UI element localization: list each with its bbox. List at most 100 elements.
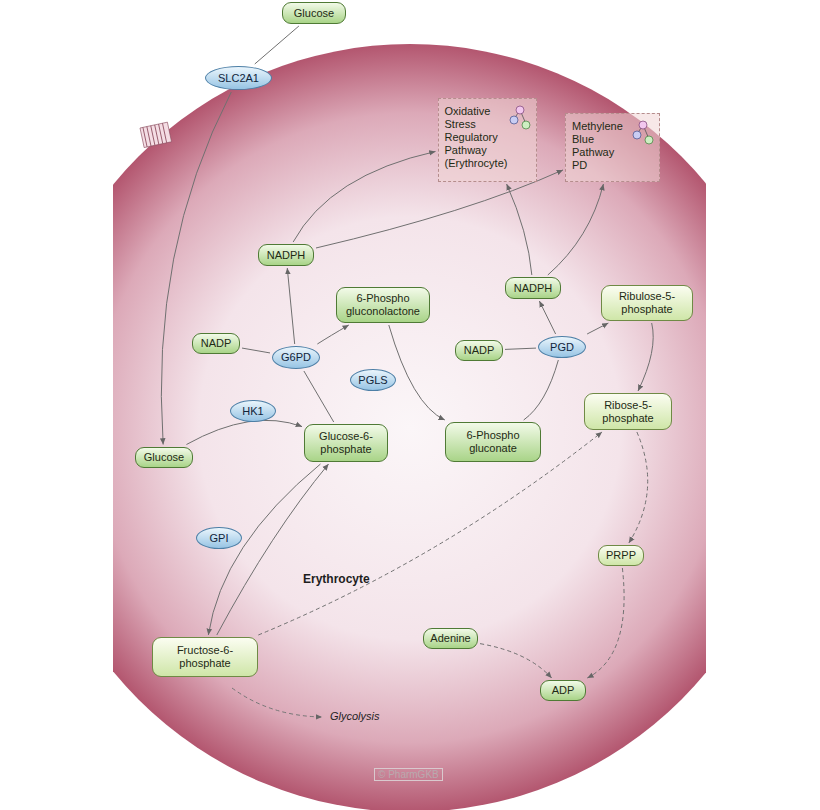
dashed-reaction-arrow [587,568,624,678]
text-wrap: Ribose-5-phosphate [591,399,665,425]
text-wrap: Ribulose-5-phosphate [608,290,686,316]
reaction-arrow [161,92,231,445]
node-text: 6-Phospho gluconolactone [343,292,423,318]
enzyme-ellipse: PGD [538,336,586,358]
text-wrap: Fructose-6-phosphate [159,644,251,670]
transporter-ellipse: SLC2A1 [205,66,272,90]
process-label: Glycolysis [330,710,380,722]
node-text: Ribose-5-phosphate [591,399,665,425]
enzyme-ellipse: PGLS [350,369,396,391]
cell-label: Erythrocyte [303,572,370,586]
node-text: NADP [464,344,495,357]
watermark: © PharmGKB [374,768,443,781]
text-wrap: PRPP [606,549,636,562]
text-wrap: NADP [201,337,232,350]
node-text: G6PD [281,351,311,364]
text-wrap: NADPH [267,249,306,262]
reaction-arrow [548,184,604,275]
text-wrap: NADP [464,344,495,357]
text-wrap: 6-Phospho gluconate [452,429,534,455]
reaction-arrow [317,325,348,344]
text-wrap: Glucose [144,451,184,464]
pathway-icon [507,104,533,134]
reaction-arrow [638,323,653,391]
reaction-arrow [242,348,270,353]
text-wrap: NADPH [514,282,553,295]
dashed-reaction-arrow [480,644,552,678]
node-text: Adenine [430,632,470,645]
text-wrap: Glucose [294,7,334,20]
dashed-reaction-arrow [629,432,648,543]
metabolite-box: Ribulose-5-phosphate [601,285,693,321]
pathway-icon [630,119,656,149]
node-text: GPI [210,532,229,545]
node-text: PRPP [606,549,636,562]
node-text: Ribulose-5-phosphate [608,290,686,316]
text-wrap: ADP [552,684,575,697]
text-wrap: 6-Phospho gluconolactone [343,292,423,318]
metabolite-box: Glucose [282,2,346,24]
node-text: ADP [552,684,575,697]
reaction-arrow [293,151,435,242]
text-wrap: Oxidative Stress Regulatory Pathway (Ery… [445,105,508,170]
reaction-arrow [389,325,445,420]
glycolysis-arrow [232,688,322,717]
node-text: 6-Phospho gluconate [452,429,534,455]
reaction-arrow [208,464,320,635]
pathway-box: Methylene Blue Pathway PD [565,113,660,182]
node-text: Glucose-6-phosphate [311,430,381,456]
node-text: Glucose [144,451,184,464]
metabolite-box: Ribose-5-phosphate [584,393,672,430]
metabolite-box: Adenine [423,628,478,649]
dashed-reaction-arrow [258,432,602,635]
metabolite-box: NADP [455,340,503,361]
erythrocyte-cell [113,44,706,810]
metabolite-box: NADPH [258,244,314,266]
enzyme-ellipse: GPI [196,527,242,549]
text-wrap: PGLS [358,374,387,387]
node-text: Glucose [294,7,334,20]
node-text: Oxidative Stress Regulatory Pathway (Ery… [445,105,508,170]
text-wrap: HK1 [242,405,263,418]
metabolite-box: NADP [192,333,240,354]
text-wrap: GPI [210,532,229,545]
reaction-arrow [287,268,294,344]
metabolite-box: NADPH [505,277,561,299]
metabolite-box: Fructose-6-phosphate [152,637,258,677]
node-text: Methylene Blue Pathway PD [572,120,631,172]
node-text: HK1 [242,405,263,418]
metabolite-box: 6-Phospho gluconolactone [336,287,430,323]
text-wrap: G6PD [281,351,311,364]
reaction-arrow [507,184,532,275]
node-text: PGLS [358,374,387,387]
metabolite-box: ADP [540,680,586,701]
node-text: Fructose-6-phosphate [159,644,251,670]
membrane-transporter-symbol [140,122,172,147]
node-text: PGD [550,341,574,354]
text-wrap: SLC2A1 [218,72,259,85]
metabolite-box: 6-Phospho gluconate [445,422,541,462]
node-text: NADPH [267,249,306,262]
text-wrap: Glucose-6-phosphate [311,430,381,456]
reaction-arrow [304,371,334,422]
metabolite-box: PRPP [598,545,644,566]
node-text: SLC2A1 [218,72,259,85]
reaction-arrow [524,360,559,420]
reaction-arrow [587,323,608,334]
reaction-arrow [255,26,299,64]
pathway-box: Oxidative Stress Regulatory Pathway (Ery… [438,98,537,182]
metabolite-box: Glucose-6-phosphate [304,424,388,462]
text-wrap: Methylene Blue Pathway PD [572,120,631,172]
reaction-arrow [505,348,536,349]
node-text: NADPH [514,282,553,295]
reaction-arrow [217,464,329,635]
enzyme-ellipse: G6PD [272,346,320,369]
node-text: NADP [201,337,232,350]
metabolite-box: Glucose [135,447,193,468]
enzyme-ellipse: HK1 [230,400,276,422]
reaction-arrow [186,420,302,444]
text-wrap: Adenine [430,632,470,645]
